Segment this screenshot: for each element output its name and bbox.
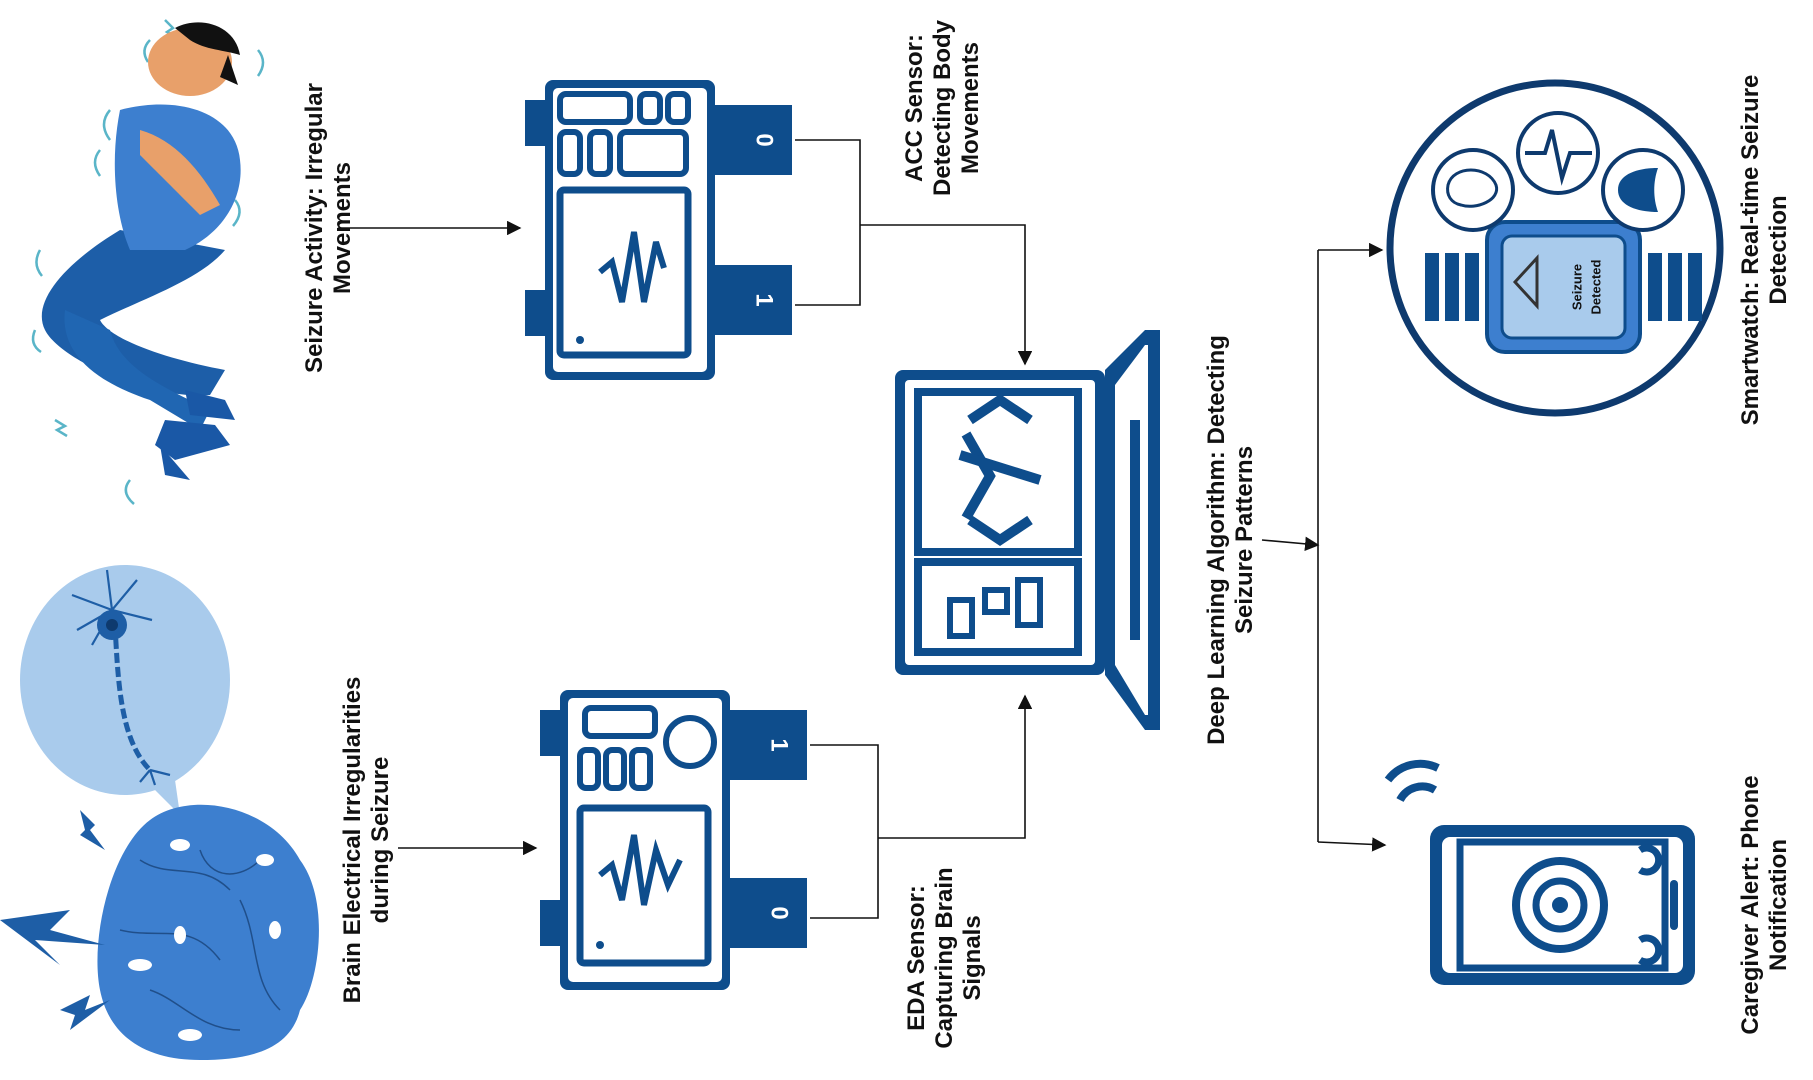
label-deep-learning: Deep Learning Algorithm: Detecting Seizu… (1203, 335, 1258, 745)
brain-icon (0, 804, 319, 1060)
acc-port-top: 0 (751, 133, 778, 146)
label-acc-line1: ACC Sensor: (901, 34, 928, 182)
label-smartwatch: Smartwatch: Real-time Seizure Detection (1737, 75, 1792, 426)
brain-mini-icon (1431, 148, 1515, 232)
label-brain-line1: Brain Electrical Irregularities (339, 677, 366, 1004)
laptop-code-icon (895, 330, 1160, 730)
phone-alert-icon (1384, 759, 1695, 985)
watch-screen-line1: Seizure (1569, 264, 1584, 310)
acc-sensor-device-icon: 0 1 (525, 80, 792, 380)
label-dl-line2: Seizure Patterns (1231, 446, 1258, 634)
connector-eda-to-laptop (810, 694, 1033, 919)
eda-port-top: 1 (766, 738, 793, 751)
label-brain-line2: during Seizure (367, 757, 394, 924)
connector-laptop-to-outputs (1261, 242, 1387, 852)
eda-port-bottom: 0 (766, 906, 793, 919)
label-caregiver: Caregiver Alert: Phone Notification (1737, 775, 1792, 1034)
label-acc-line3: Movements (957, 42, 984, 174)
eda-sensor-device-icon: 1 0 (540, 690, 807, 990)
label-caregiver-line2: Notification (1765, 839, 1792, 971)
label-eda-sensor: EDA Sensor: Capturing Brain Signals (903, 867, 986, 1048)
label-eda-line3: Signals (959, 915, 986, 1000)
label-dl-line1: Deep Learning Algorithm: Detecting (1203, 335, 1230, 745)
label-seizure-activity: Seizure Activity: Irregular Movements (301, 83, 356, 373)
person-seizure-icon (31, 19, 265, 505)
label-acc-sensor: ACC Sensor: Detecting Body Movements (901, 19, 984, 196)
label-seizure-activity-line2: Movements (329, 162, 356, 294)
label-caregiver-line1: Caregiver Alert: Phone (1737, 775, 1764, 1034)
label-acc-line2: Detecting Body (929, 19, 956, 196)
neuron-icon (20, 565, 230, 815)
label-eda-line1: EDA Sensor: (903, 885, 930, 1031)
acc-port-bottom: 1 (751, 293, 778, 306)
label-brain-electrical: Brain Electrical Irregularities during S… (339, 677, 394, 1004)
watch-screen-line2: Detected (1588, 259, 1603, 314)
label-watch-line2: Detection (1765, 195, 1792, 304)
connector-acc-to-laptop (795, 139, 1033, 366)
label-seizure-activity-line1: Seizure Activity: Irregular (301, 83, 328, 373)
label-watch-line1: Smartwatch: Real-time Seizure (1737, 75, 1764, 426)
label-eda-line2: Capturing Brain (931, 867, 958, 1048)
smartwatch-icon: Seizure Detected (1386, 79, 1724, 417)
